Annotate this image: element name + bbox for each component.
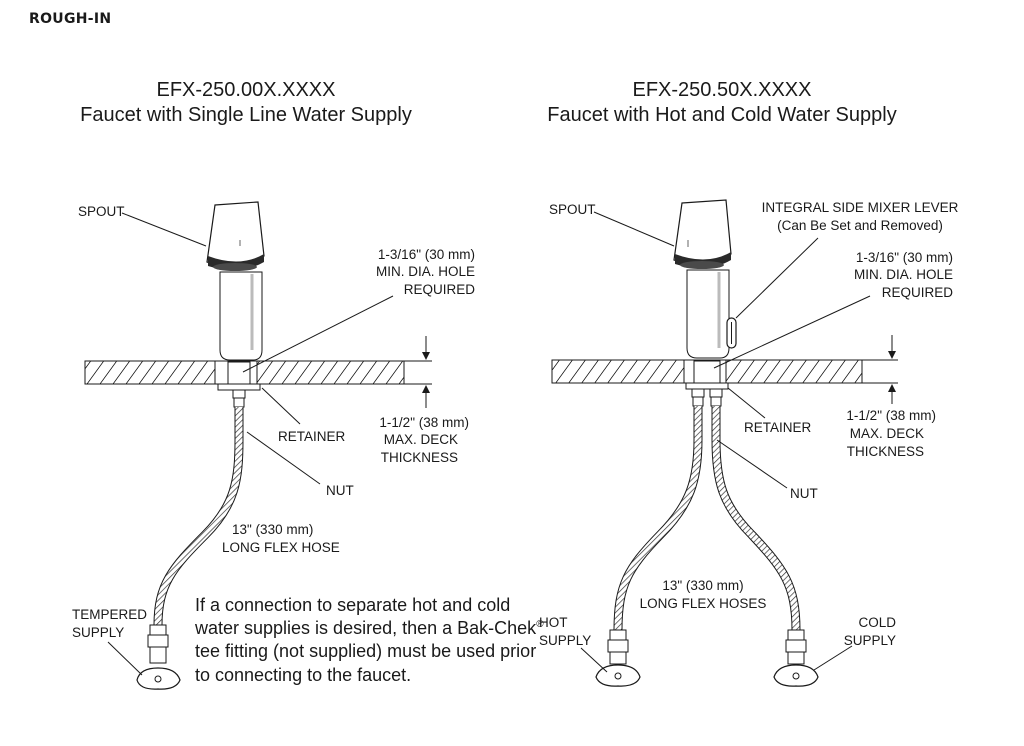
left-supply-label-2: SUPPLY <box>72 625 124 640</box>
left-model-title: EFX-250.00X.XXXX <box>157 79 336 101</box>
hot-supply-label-2: SUPPLY <box>539 633 591 648</box>
left-supply-label-1: TEMPERED <box>72 607 147 622</box>
right-model-title: EFX-250.50X.XXXX <box>633 79 812 101</box>
left-nut-label: NUT <box>326 483 354 498</box>
right-hoses-label-2: LONG FLEX HOSES <box>640 596 767 611</box>
right-deck-label-2: MAX. DECK <box>850 426 924 441</box>
left-hole-label-2: MIN. DIA. HOLE <box>376 264 475 279</box>
right-spout-label: SPOUT <box>549 202 596 217</box>
page-header: ROUGH-IN <box>29 11 112 27</box>
right-deck-label-3: THICKNESS <box>847 444 924 459</box>
lever-label-1: INTEGRAL SIDE MIXER LEVER <box>762 200 959 215</box>
left-shank <box>217 361 261 408</box>
hot-supply-label-1: HOT <box>539 615 568 630</box>
left-hose-label-1: 13" (330 mm) <box>232 522 313 537</box>
lever-leader <box>735 237 819 319</box>
right-hole-label-2: MIN. DIA. HOLE <box>854 267 953 282</box>
right-hole-label-3: REQUIRED <box>882 285 954 300</box>
cold-supply-label-1: COLD <box>858 615 896 630</box>
left-hose-label-2: LONG FLEX HOSE <box>222 540 340 555</box>
left-deck-dimension <box>404 336 432 408</box>
right-spout <box>673 199 732 359</box>
lever-label-2: (Can Be Set and Removed) <box>777 218 943 233</box>
registered-mark: ® <box>536 619 544 630</box>
left-supply-leader <box>107 641 143 676</box>
right-retainer-leader <box>727 387 766 419</box>
right-deck-dimension <box>862 335 898 404</box>
right-deck-label-1: 1-1/2" (38 mm) <box>846 408 936 423</box>
note-line-3: tee fitting (not supplied) must be used … <box>195 641 536 661</box>
left-retainer-leader <box>261 387 301 425</box>
right-nut-label: NUT <box>790 486 818 501</box>
right-subtitle: Faucet with Hot and Cold Water Supply <box>547 104 896 126</box>
cold-supply-leader <box>813 645 853 671</box>
mixer-lever <box>726 317 737 349</box>
hot-supply-leader <box>580 647 608 673</box>
right-nut-leader <box>716 439 788 489</box>
right-diagram: EFX-250.50X.XXXX Faucet with Hot and Col… <box>539 79 959 687</box>
note-line-1: If a connection to separate hot and cold <box>195 595 510 615</box>
note-line-4: to connecting to the faucet. <box>195 665 411 685</box>
right-hole-label-1: 1-3/16" (30 mm) <box>856 250 953 265</box>
left-deck-label-2: MAX. DECK <box>384 432 458 447</box>
cold-supply-label-2: SUPPLY <box>844 633 896 648</box>
left-subtitle: Faucet with Single Line Water Supply <box>80 104 412 126</box>
left-diagram: EFX-250.00X.XXXX Faucet with Single Line… <box>72 79 544 690</box>
hot-flex-hose <box>595 406 703 687</box>
right-hoses-label-1: 13" (330 mm) <box>662 578 743 593</box>
left-flex-hose <box>136 407 244 690</box>
left-deck-label-3: THICKNESS <box>381 450 458 465</box>
right-retainer-label: RETAINER <box>744 420 812 435</box>
right-hole-leader <box>713 295 871 369</box>
cold-flex-hose <box>711 406 819 687</box>
left-retainer-label: RETAINER <box>278 429 346 444</box>
bak-chek-note: If a connection to separate hot and cold… <box>194 595 544 685</box>
left-spout-leader <box>121 212 207 247</box>
left-hole-label-3: REQUIRED <box>404 282 476 297</box>
left-spout-label: SPOUT <box>78 204 125 219</box>
left-nut-leader <box>246 431 321 485</box>
left-hole-leader <box>242 295 394 373</box>
left-deck-label-1: 1-1/2" (38 mm) <box>379 415 469 430</box>
note-line-2: water supplies is desired, then a Bak-Ch… <box>194 618 544 638</box>
left-hole-label-1: 1-3/16" (30 mm) <box>378 247 475 262</box>
left-spout <box>206 201 265 361</box>
right-spout-leader <box>593 211 675 247</box>
right-shank <box>685 360 729 407</box>
